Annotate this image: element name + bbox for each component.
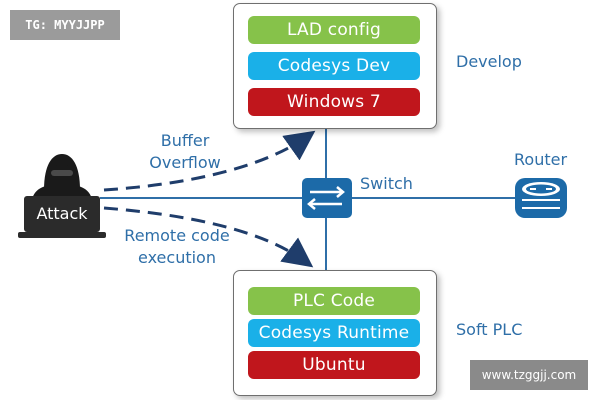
buffer-overflow-line2: Overflow	[149, 153, 221, 172]
remote-code-line1: Remote code	[124, 226, 230, 245]
attack-label: Attack	[36, 204, 88, 223]
remote-code-line2: execution	[138, 248, 216, 267]
switch-label: Switch	[360, 174, 413, 193]
softplc-stack-panel: PLC Code Codesys Runtime Ubuntu	[233, 270, 437, 396]
router-label: Router	[514, 150, 568, 169]
develop-layer-lad-config: LAD config	[248, 16, 420, 44]
softplc-label: Soft PLC	[456, 320, 523, 339]
softplc-layer-ubuntu: Ubuntu	[248, 351, 420, 379]
remote-code-arrow	[103, 206, 314, 268]
remote-code-label: Remote code execution	[112, 225, 242, 269]
buffer-overflow-arrow	[103, 130, 316, 192]
buffer-overflow-label: Buffer Overflow	[130, 130, 240, 174]
develop-stack-panel: LAD config Codesys Dev Windows 7	[233, 3, 437, 129]
softplc-layer-plc-code: PLC Code	[248, 287, 420, 315]
router-icon	[515, 178, 567, 218]
buffer-overflow-line1: Buffer	[160, 131, 210, 150]
develop-layer-windows-7: Windows 7	[248, 88, 420, 116]
sunglasses-icon	[51, 170, 73, 176]
watermark-top-left: TG: MYYJJPP	[10, 10, 120, 40]
develop-label: Develop	[456, 52, 522, 71]
watermark-bottom-right: www.tzggjj.com	[470, 360, 588, 390]
develop-layer-codesys-dev: Codesys Dev	[248, 52, 420, 80]
softplc-layer-codesys-runtime: Codesys Runtime	[248, 319, 420, 347]
laptop-icon	[24, 196, 100, 232]
switch-icon	[302, 178, 352, 218]
hacker-icon	[18, 154, 106, 238]
